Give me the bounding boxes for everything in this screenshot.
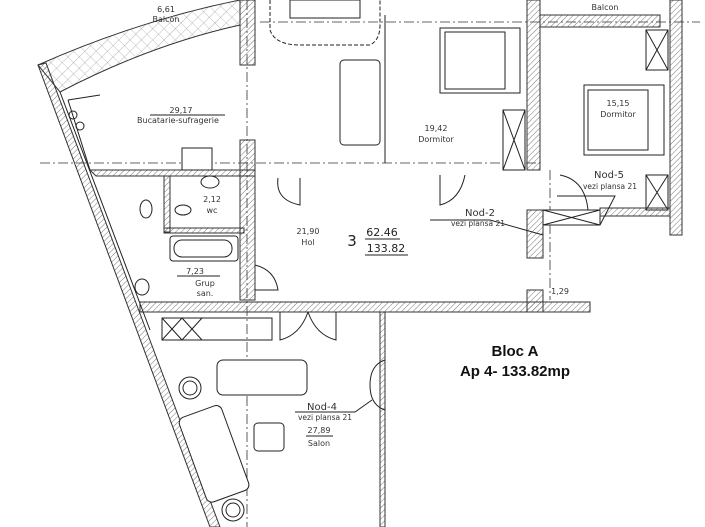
room-salon: 27,89 Salon (306, 426, 333, 448)
room-dormitor-2: 15,15 Dormitor (600, 99, 636, 119)
room-area: 15,15 (607, 99, 630, 108)
room-name: Hol (301, 238, 314, 247)
node-4: Nod-4 vezi plansa 21 (298, 402, 352, 422)
room-name: Balcon (592, 3, 619, 12)
room-wc: 2,12 wc (203, 195, 221, 215)
room-area: 7,23 (186, 267, 204, 276)
room-grup-san: 7,23 Grup san. (177, 267, 220, 298)
node-ref: vezi plansa 21 (298, 413, 352, 422)
node-label: Nod-2 (465, 208, 495, 219)
room-bucatarie-sufragerie: 29,17 Bucatarie-sufragerie (137, 106, 225, 125)
room-name: Dormitor (600, 110, 636, 119)
wall (239, 0, 256, 66)
room-area: 21,90 (297, 227, 320, 236)
room-area: 2,12 (203, 195, 221, 204)
outer-wall-slanted (37, 62, 221, 527)
node-2: Nod-2 vezi plansa 21 (451, 208, 505, 228)
room-area: 19,42 (425, 124, 448, 133)
apartment-area-1: 62.46 (366, 226, 398, 239)
room-name: Balcon (153, 15, 180, 24)
room-dormitor-1: 19,42 Dormitor (418, 124, 454, 144)
balcony-left-tiles (37, 0, 241, 93)
room-name: Salon (308, 439, 330, 448)
node-label: Nod-5 (594, 170, 624, 181)
apartment-number: 3 (347, 232, 357, 250)
room-area: 27,89 (308, 426, 331, 435)
node-label: Nod-4 (307, 402, 337, 413)
wall (239, 139, 256, 301)
room-name: Dormitor (418, 135, 454, 144)
wall (139, 301, 591, 313)
room-small-area: 1,29 (551, 287, 569, 296)
room-area: 29,17 (170, 106, 193, 115)
room-name: wc (207, 206, 218, 215)
apartment-title: Ap 4- 133.82mp (460, 363, 570, 380)
node-ref: vezi plansa 21 (583, 182, 637, 191)
room-hol: 21,90 Hol (297, 227, 320, 247)
node-ref: vezi plansa 21 (451, 219, 505, 228)
room-name: san. (197, 289, 214, 298)
node-5: Nod-5 vezi plansa 21 (583, 170, 637, 191)
room-balcon-left: 6,61 Balcon (153, 5, 180, 24)
plan-title: Bloc A Ap 4- 133.82mp (460, 343, 570, 380)
room-balcon-right: Balcon (584, 1, 626, 13)
room-name: Grup (195, 279, 215, 288)
apartment-tag: 3 62.46 133.82 (347, 226, 408, 256)
block-title: Bloc A (492, 343, 539, 360)
room-name: Bucatarie-sufragerie (137, 116, 219, 125)
room-area: 6,61 (157, 5, 175, 14)
apartment-area-2: 133.82 (367, 242, 406, 255)
